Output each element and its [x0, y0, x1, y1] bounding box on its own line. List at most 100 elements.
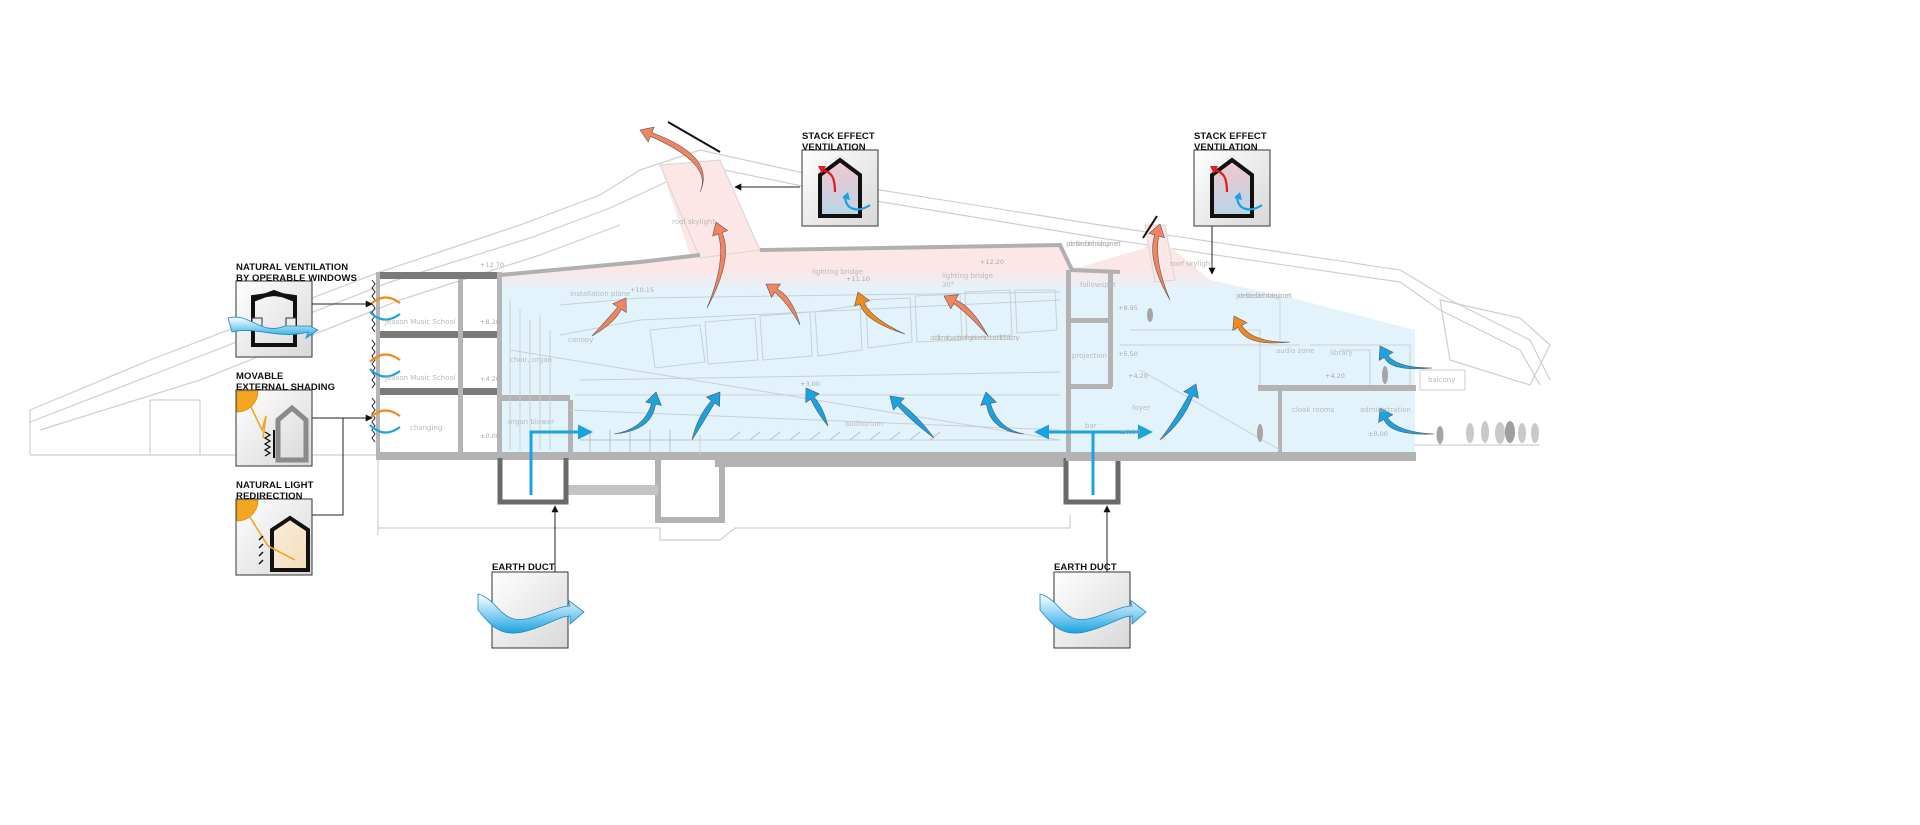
- level-lighting-bridge: +11.10: [846, 275, 870, 283]
- operable-window-facade: [371, 279, 376, 443]
- level-projection: +5.50: [1118, 350, 1138, 358]
- earth-duct-airflow-icon: [1039, 593, 1147, 634]
- earth-duct-airflow-icon: [477, 593, 585, 634]
- stack-effect-1-title-line1: STACK EFFECT: [802, 131, 875, 142]
- label-additional-seating: additional row of seating to be introduc…: [930, 334, 1020, 342]
- label-administration: administration: [1360, 406, 1411, 414]
- label-choir-organ: choir, organ: [510, 356, 552, 364]
- level-markers: +12.70 +8.20 +4.20 ±0,00 +10.15 +11.10 +…: [480, 258, 1388, 440]
- level-admin: ±0,00: [1368, 430, 1388, 438]
- level-followspot: +8.95: [1118, 304, 1138, 312]
- label-balcony: balcony: [1428, 376, 1455, 384]
- cool-air-arrow: [613, 391, 662, 435]
- house-crossflow-icon: [227, 289, 319, 347]
- earth-duct-title-1: EARTH DUCT: [492, 562, 555, 573]
- warm-air-arrow: [854, 291, 906, 335]
- label-canopy: canopy: [568, 336, 593, 344]
- cool-air-arrow: [980, 391, 1025, 435]
- label-projection: projection r.: [1072, 352, 1114, 360]
- label-organ-blower: organ blower: [508, 418, 554, 426]
- stack-effect-2-title-line2: VENTILATION: [1194, 142, 1258, 153]
- warm-air-arrow: [1232, 315, 1291, 344]
- label-followspot: followspot: [1080, 281, 1116, 289]
- skylight-shaft-2: [1144, 224, 1176, 283]
- earth-duct-supply-pipes: [529, 424, 1153, 495]
- stack-effect-callout-box-2: [1193, 149, 1271, 227]
- earth-duct-1-title-line1: EARTH DUCT: [492, 562, 555, 573]
- label-lighting-bridge-1: lighting bridge: [812, 268, 863, 276]
- natural-ventilation-title-line1: NATURAL VENTILATION: [236, 262, 349, 273]
- label-lighting-bridge-angle: 30°: [942, 281, 954, 289]
- warm-air-arrow: [591, 297, 627, 337]
- level-bridge-right: +12.20: [980, 258, 1004, 266]
- natural-ventilation-title: NATURAL VENTILATION BY OPERABLE WINDOWS: [236, 262, 357, 284]
- level-bar: ±0,00: [1120, 428, 1140, 436]
- level-ground-left: ±0,00: [480, 432, 500, 440]
- label-lighting-bridge-2: lighting bridge: [942, 272, 993, 280]
- label-foyer: foyer: [1132, 404, 1150, 412]
- movable-shading-title-line1: MOVABLE: [236, 371, 284, 382]
- warm-air-arrow: [765, 283, 801, 326]
- label-potential-area-2: potential area for technical equipment: [1236, 292, 1292, 300]
- cool-air-arrows: [613, 345, 1435, 441]
- label-auditorium: auditorium: [845, 420, 883, 428]
- sun-shading-icon: [236, 390, 309, 463]
- earth-duct-title-2: EARTH DUCT: [1054, 562, 1117, 573]
- earth-duct-callout-box-2: [1039, 571, 1147, 649]
- house-stack-effect-icon: [818, 157, 871, 218]
- label-roof-skylight-1: roof skylight: [672, 218, 715, 226]
- level-upper-left: +8.20: [480, 318, 500, 326]
- level-library: +4.20: [1325, 372, 1345, 380]
- callout-leader-lines: [312, 183, 1216, 572]
- warm-air-arrow: [1148, 223, 1171, 301]
- level-auditorium: +3.00: [800, 380, 820, 388]
- cool-air-arrow: [889, 395, 935, 439]
- cool-air-arrow: [1378, 407, 1435, 435]
- stack-effect-title-2: STACK EFFECT VENTILATION: [1194, 131, 1267, 153]
- label-cloak-rooms: cloak rooms: [1292, 406, 1335, 414]
- earth-duct-callout-box-1: [477, 571, 585, 649]
- stack-effect-2-title-line1: STACK EFFECT: [1194, 131, 1267, 142]
- room-labels: Jeason Music School Jeason Music School …: [384, 218, 1455, 432]
- earth-duct-2-title-line1: EARTH DUCT: [1054, 562, 1117, 573]
- label-audio-zone: audio zone: [1276, 347, 1314, 355]
- level-install-plane: +10.15: [630, 286, 654, 294]
- roof-outline: [29, 149, 1551, 541]
- label-bar: bar: [1085, 422, 1097, 430]
- warm-air-arrows: [591, 126, 1291, 344]
- stack-effect-callout-box-1: [801, 149, 879, 227]
- level-roof-left: +12.70: [480, 261, 504, 269]
- cool-air-arrow: [691, 391, 721, 441]
- warm-air-arrow: [943, 294, 989, 337]
- light-redirection-title-line2: REDIRECTION: [236, 491, 303, 502]
- cool-air-arrow: [1159, 383, 1199, 441]
- label-music-school-lower: Jeason Music School: [384, 374, 456, 382]
- light-redirection-callout-box: [235, 498, 313, 576]
- skylight-flap-1: [667, 121, 721, 153]
- sun-light-redirect-icon: [236, 499, 310, 572]
- light-redirection-title: NATURAL LIGHT REDIRECTION: [236, 480, 313, 502]
- natural-ventilation-title-line2: BY OPERABLE WINDOWS: [236, 273, 358, 284]
- cool-air-arrow: [805, 387, 829, 427]
- level-mid-left: +4.20: [480, 375, 500, 383]
- stack-effect-title-1: STACK EFFECT VENTILATION: [802, 131, 875, 153]
- cool-air-arrow: [1378, 345, 1433, 370]
- label-music-school-upper: Jeason Music School: [384, 318, 456, 326]
- warm-air-arrow: [639, 126, 704, 193]
- movable-shading-title: MOVABLE EXTERNAL SHADING: [236, 371, 335, 393]
- warm-air-arrow: [706, 221, 729, 309]
- movable-shading-callout-box: [235, 389, 313, 467]
- natural-ventilation-callout-box: [227, 280, 319, 358]
- label-library: library: [1330, 349, 1353, 357]
- label-roof-skylight-2: roof skylight: [1170, 260, 1213, 268]
- label-installation-plane: installation plane: [570, 290, 630, 298]
- movable-shading-title-line2: EXTERNAL SHADING: [236, 382, 336, 393]
- light-redirection-title-line1: NATURAL LIGHT: [236, 480, 314, 491]
- house-stack-effect-icon: [1210, 157, 1263, 218]
- level-foyer-upper: +4.20: [1128, 372, 1148, 380]
- label-changing: changing: [410, 424, 442, 432]
- stack-effect-1-title-line2: VENTILATION: [802, 142, 866, 153]
- skylight-flap-2: [1142, 215, 1158, 239]
